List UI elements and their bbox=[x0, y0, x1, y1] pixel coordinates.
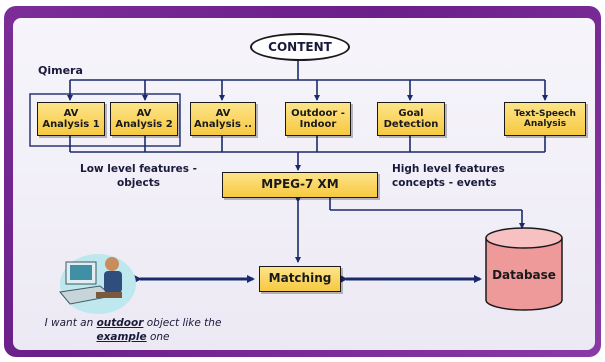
query-text-part2: object like the bbox=[143, 317, 222, 329]
goal-detection-label: Goal Detection bbox=[383, 107, 439, 131]
matching-label: Matching bbox=[268, 271, 332, 286]
av-analysis-more-label: AV Analysis .. bbox=[194, 107, 252, 131]
query-text-part1: I want an bbox=[44, 317, 97, 329]
outdoor-indoor-box: Outdoor - Indoor bbox=[285, 102, 351, 136]
mpeg7-xm-label: MPEG-7 XM bbox=[261, 177, 339, 192]
av-analysis-1-label: AV Analysis 1 bbox=[42, 107, 100, 131]
content-node: CONTENT bbox=[250, 33, 350, 61]
database-label: Database bbox=[492, 268, 556, 282]
query-text-part3: one bbox=[146, 331, 170, 344]
matching-box: Matching bbox=[259, 266, 341, 292]
database-cylinder bbox=[485, 227, 563, 311]
av-analysis-2-label: AV Analysis 2 bbox=[115, 107, 173, 131]
query-text: I want an outdoor object like the exampl… bbox=[18, 316, 248, 344]
mpeg7-xm-box: MPEG-7 XM bbox=[222, 172, 378, 198]
av-analysis-2-box: AV Analysis 2 bbox=[110, 102, 178, 136]
av-analysis-1-box: AV Analysis 1 bbox=[37, 102, 105, 136]
low-level-features-label: Low level features - objects bbox=[80, 163, 198, 189]
text-speech-label: Text-Speech Analysis bbox=[514, 108, 576, 129]
outdoor-indoor-label: Outdoor - Indoor bbox=[291, 107, 345, 131]
query-keyword-example: example bbox=[96, 331, 147, 344]
user-computer-illustration bbox=[59, 254, 136, 314]
text-speech-box: Text-Speech Analysis bbox=[504, 102, 586, 136]
content-label: CONTENT bbox=[268, 40, 332, 54]
goal-detection-box: Goal Detection bbox=[377, 102, 445, 136]
qimera-label: Qimera bbox=[38, 64, 83, 77]
query-keyword-outdoor: outdoor bbox=[96, 317, 144, 329]
av-analysis-more-box: AV Analysis .. bbox=[190, 102, 256, 136]
high-level-features-label: High level features concepts - events bbox=[392, 163, 505, 189]
